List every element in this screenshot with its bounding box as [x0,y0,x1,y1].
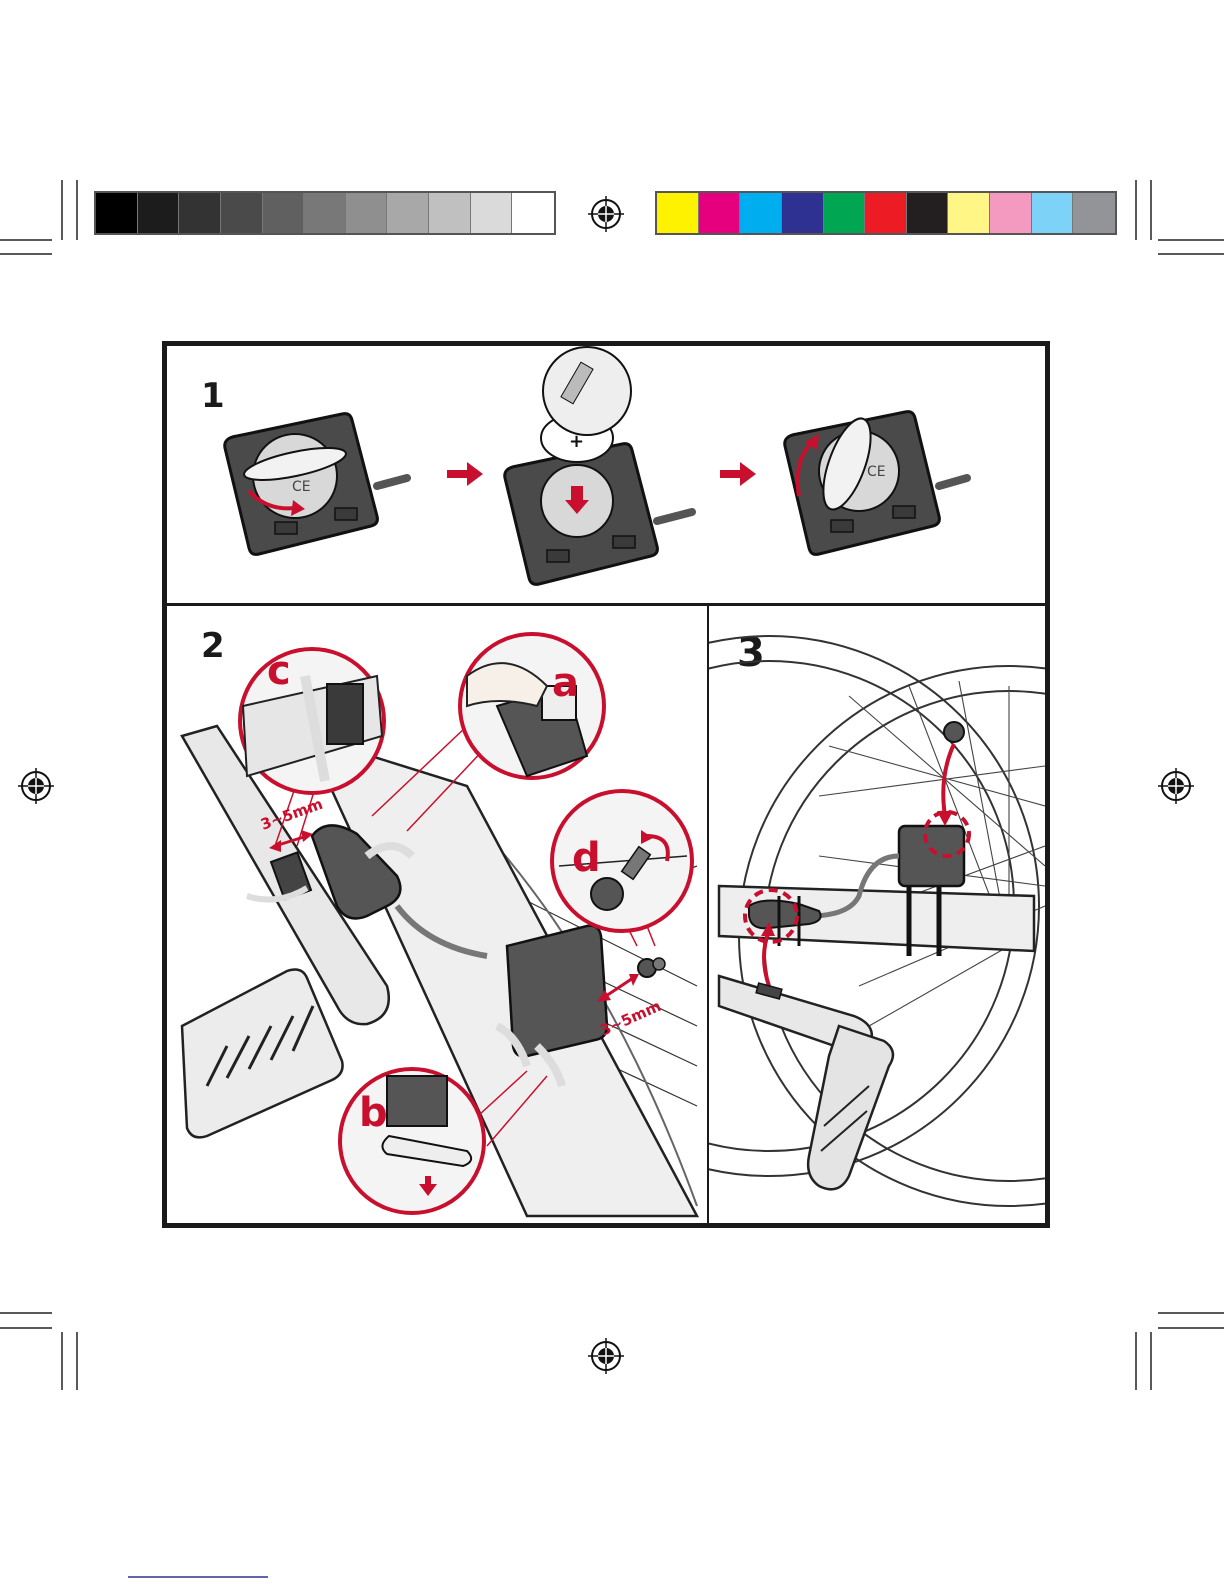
grayscale-swatch-8 [387,193,429,233]
distance-label-cadence: 3~5mm [258,795,325,834]
color-swatch-4 [782,193,824,233]
arrow-right-icon-1 [447,462,483,486]
grayscale-swatch-10 [471,193,513,233]
color-swatch-3 [740,193,782,233]
grayscale-swatch-5 [263,193,305,233]
grayscale-swatch-4 [221,193,263,233]
spoke-magnet-icon-3 [944,722,964,742]
color-swatch-5 [824,193,866,233]
pedal-icon [182,970,343,1138]
grayscale-swatch-2 [138,193,180,233]
grayscale-swatch-1 [96,193,138,233]
grayscale-swatch-6 [304,193,346,233]
sensor-battery-insert-icon: + [505,347,692,584]
color-calibration-strip [655,191,1117,235]
svg-text:CE: CE [867,464,886,480]
distance-label-speed: 3~5mm [597,997,663,1040]
callout-c-zoom: c [240,648,384,793]
callout-a-zoom: a [460,634,604,778]
instruction-frame: 1 2 3 CE + [162,341,1050,1228]
color-swatch-7 [907,193,949,233]
callout-label-b: b [359,1090,388,1136]
step-3-illustration [709,606,1045,1223]
color-swatch-8 [948,193,990,233]
color-swatch-9 [990,193,1032,233]
callout-label-d: d [572,835,601,881]
color-swatch-6 [865,193,907,233]
grayscale-swatch-3 [179,193,221,233]
color-swatch-11 [1073,193,1115,233]
svg-text:CE: CE [292,479,311,495]
step-1-illustration: CE + CE [167,346,1045,603]
color-swatch-1 [657,193,699,233]
callout-d-zoom: d [552,791,692,931]
color-swatch-10 [1032,193,1074,233]
color-swatch-2 [699,193,741,233]
callout-label-a: a [552,660,579,706]
grayscale-swatch-9 [429,193,471,233]
callout-label-c: c [267,648,291,694]
grayscale-calibration-strip [94,191,556,235]
step-2-illustration: 3~5mm 3~5mm c a [167,606,707,1223]
sensor-with-cover-open-icon: CE [225,414,407,555]
callout-b-zoom: b [340,1069,484,1213]
grayscale-swatch-11 [512,193,554,233]
sensor-cover-close-icon: CE [785,412,967,555]
spoke-magnet-icon [638,958,665,977]
grayscale-swatch-7 [346,193,388,233]
arrow-right-icon-2 [720,462,756,486]
